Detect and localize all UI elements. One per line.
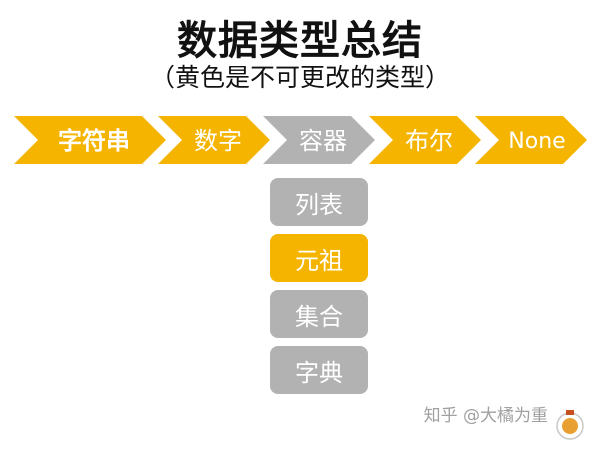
chevron-label: 数字 [194, 127, 242, 155]
chevron-number: 数字 [158, 116, 270, 164]
chevron-shape [369, 116, 481, 164]
container-item-label: 列表 [295, 190, 343, 219]
chevron-boolean: 布尔 [369, 116, 481, 164]
chevron-container: 容器 [263, 116, 375, 164]
chevron-string: 字符串 [14, 116, 166, 164]
chevron-shape [263, 116, 375, 164]
chevron-shape [475, 116, 587, 164]
chevron-label: 字符串 [58, 127, 130, 155]
watermark-text: 知乎 @大橘为重 [423, 406, 548, 426]
chevron-label: 容器 [299, 127, 347, 155]
container-item-dict: 字典 [270, 346, 368, 394]
chevron-label: None [508, 129, 565, 154]
chevron-shape [158, 116, 270, 164]
container-item-label: 集合 [295, 302, 343, 331]
watermark-logo-icon [556, 410, 584, 440]
page-title: 数据类型总结 [177, 18, 423, 64]
container-item-label: 元祖 [295, 246, 343, 275]
container-item-set: 集合 [270, 290, 368, 338]
chevron-none: None [475, 116, 587, 164]
container-item-label: 字典 [295, 358, 343, 387]
container-item-list: 列表 [270, 178, 368, 226]
container-item-tuple: 元祖 [270, 234, 368, 282]
chevron-label: 布尔 [405, 127, 453, 155]
page-subtitle: （黄色是不可更改的类型） [149, 63, 450, 92]
chevron-shape [14, 116, 166, 164]
